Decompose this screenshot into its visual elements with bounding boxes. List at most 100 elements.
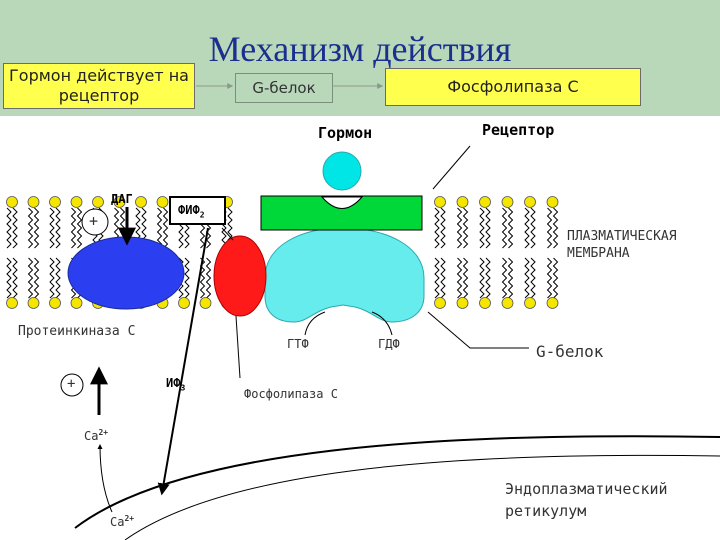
lipid-tail (548, 208, 552, 248)
phospholipase-pointer (236, 316, 240, 378)
lipid-tail (29, 208, 33, 248)
label-membrane-line1: ПЛАЗМАТИЧЕСКАЯ (567, 228, 677, 245)
label-gtp: ГТФ (287, 337, 309, 351)
lipid-tail (158, 208, 162, 248)
label-dag: ДАГ (111, 192, 133, 206)
label-ip3: ИФ3 (166, 376, 185, 392)
g-protein-shape (265, 228, 424, 322)
lipid-tail (458, 258, 462, 298)
lipid-head (200, 298, 211, 309)
label-er-line2: ретикулум (505, 500, 668, 522)
lipid-head (547, 197, 558, 208)
lipid-tail (50, 258, 54, 298)
label-phospholipase-c: Фосфолипаза С (244, 387, 338, 401)
lipid-tail (7, 258, 11, 298)
lipid-head (136, 197, 147, 208)
lipid-tail (480, 258, 484, 298)
lipid-tail (78, 208, 82, 248)
label-pip2-sub: 2 (200, 210, 205, 219)
lipid-head (179, 298, 190, 309)
label-ca-lower-text: Ca (110, 515, 124, 529)
lipid-tail (554, 208, 558, 248)
lipid-tail (525, 258, 529, 298)
lipid-tail (509, 258, 513, 298)
lipid-tail (503, 258, 507, 298)
label-pip2: ФИФ2 (178, 203, 205, 219)
lipid-head (525, 298, 536, 309)
receptor-pointer (433, 146, 470, 189)
lipid-tail (548, 258, 552, 298)
lipid-tail (35, 208, 39, 248)
lipid-head (435, 197, 446, 208)
hormone-molecule (323, 152, 361, 190)
label-ca-upper-text: Ca (84, 429, 98, 443)
phospholipase-c-shape (214, 236, 266, 316)
lipid-head (50, 298, 61, 309)
g-protein-pointer (428, 312, 529, 348)
label-membrane-line2: МЕМБРАНА (567, 245, 677, 262)
protein-kinase-c-shape (68, 237, 184, 309)
lipid-tail (441, 258, 445, 298)
label-ip3-sub: 3 (180, 383, 185, 392)
label-g-protein: G-белок (536, 342, 603, 361)
lipid-head (480, 197, 491, 208)
lipid-tail (531, 208, 535, 248)
lipid-head (50, 197, 61, 208)
lipid-tail (207, 258, 211, 298)
lipid-tail (13, 208, 17, 248)
lipid-tail (72, 208, 76, 248)
plus-ca-label: + (67, 376, 75, 392)
lipid-tail (464, 258, 468, 298)
lipid-head (457, 298, 468, 309)
lipid-tail (13, 258, 17, 298)
label-ca-lower-charge: 2+ (124, 514, 134, 523)
lipid-head (547, 298, 558, 309)
lipid-tail (29, 258, 33, 298)
label-ip3-text: ИФ (166, 376, 180, 390)
label-protein-kinase-c: Протеинкиназа С (18, 324, 135, 339)
lipid-tail (486, 208, 490, 248)
label-er-line1: Эндоплазматический (505, 478, 668, 500)
lipid-head (480, 298, 491, 309)
lipid-tail (503, 208, 507, 248)
lipid-head (28, 197, 39, 208)
lipid-tail (441, 208, 445, 248)
lipid-tail (164, 208, 168, 248)
lipid-tail (7, 208, 11, 248)
label-er: Эндоплазматический ретикулум (505, 478, 668, 522)
label-hormone: Гормон (318, 124, 372, 142)
lipid-tail (480, 208, 484, 248)
lipid-tail (509, 208, 513, 248)
label-membrane: ПЛАЗМАТИЧЕСКАЯ МЕМБРАНА (567, 228, 677, 262)
lipid-tail (464, 208, 468, 248)
lipid-tail (435, 208, 439, 248)
lipid-head (28, 298, 39, 309)
lipid-tail (185, 258, 189, 298)
plus-pkc-label: + (89, 212, 98, 230)
lipid-head (457, 197, 468, 208)
lipid-tail (554, 258, 558, 298)
label-pip2-text: ФИФ (178, 203, 200, 217)
lipid-tail (525, 208, 529, 248)
ca-release-arrow (100, 445, 112, 512)
lipid-head (157, 197, 168, 208)
label-receptor: Рецептор (482, 121, 554, 139)
lipid-tail (435, 258, 439, 298)
lipid-tail (50, 208, 54, 248)
lipid-head (435, 298, 446, 309)
label-ca-lower: Ca2+ (110, 514, 134, 529)
lipid-head (71, 298, 82, 309)
lipid-head (502, 298, 513, 309)
lipid-head (525, 197, 536, 208)
lipid-tail (56, 208, 60, 248)
lipid-tail (56, 258, 60, 298)
lipid-head (71, 197, 82, 208)
lipid-tail (486, 258, 490, 298)
lipid-head (93, 197, 104, 208)
lipid-tail (531, 258, 535, 298)
lipid-head (7, 197, 18, 208)
lipid-head (502, 197, 513, 208)
label-ca-upper-charge: 2+ (98, 428, 108, 437)
lipid-tail (458, 208, 462, 248)
